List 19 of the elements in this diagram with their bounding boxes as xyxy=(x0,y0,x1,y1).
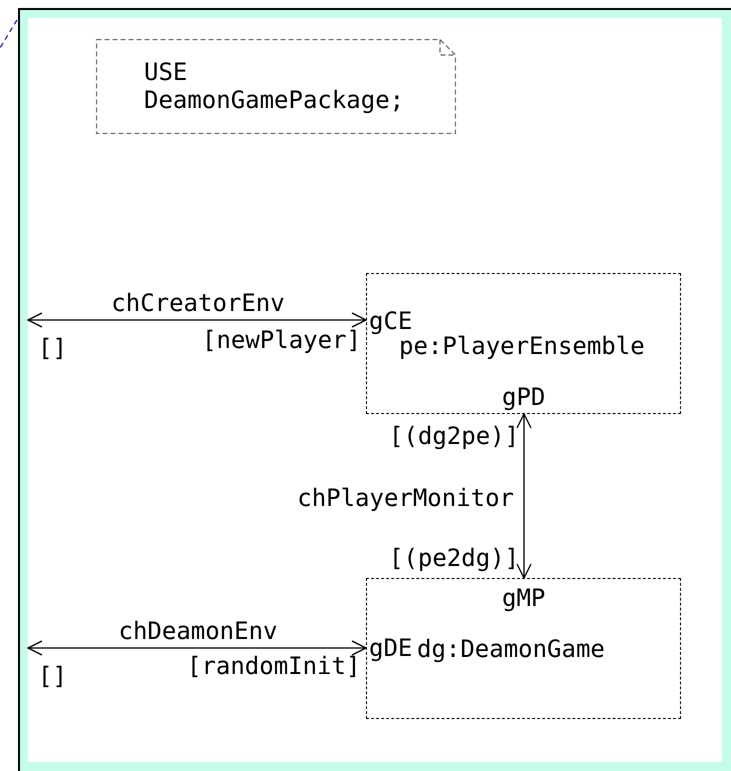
block-name: pe:PlayerEnsemble xyxy=(399,332,646,360)
gate-label: gMP xyxy=(502,584,546,612)
channel-arrow xyxy=(27,640,367,656)
block-name: dg:DeamonGame xyxy=(417,635,606,663)
note-text: USE DeamonGamePackage; xyxy=(144,58,406,114)
channel-arrow xyxy=(27,312,367,328)
gate-label: gDE xyxy=(369,634,412,662)
signal-list: [] xyxy=(38,334,67,362)
signal-list: [] xyxy=(38,662,67,690)
gate-label: gPD xyxy=(502,383,546,411)
process-block xyxy=(366,273,681,414)
signal-list: [(pe2dg)] xyxy=(389,544,520,572)
process-block xyxy=(366,578,681,719)
note-box xyxy=(96,39,456,134)
signal-list: [randomInit] xyxy=(187,652,360,680)
signal-list: [newPlayer] xyxy=(202,326,361,354)
channel-arrow xyxy=(516,413,532,579)
signal-list: [(dg2pe)] xyxy=(389,422,520,450)
gate-label: gCE xyxy=(369,307,412,335)
